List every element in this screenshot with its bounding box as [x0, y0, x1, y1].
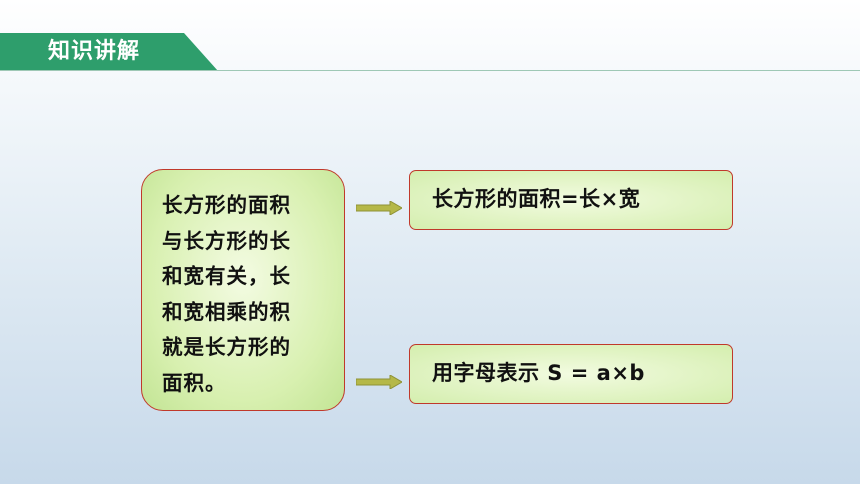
- letter-formula-box: 用字母表示 S = a×b: [409, 344, 733, 404]
- concept-line: 和宽有关，长: [162, 264, 291, 288]
- concept-line: 与长方形的长: [162, 228, 291, 253]
- arrow-right-icon: [356, 375, 402, 389]
- area-formula-box: 长方形的面积=长×宽: [409, 170, 733, 230]
- concept-line: 长方形的面积: [162, 193, 291, 217]
- arrow-right-icon: [356, 201, 402, 215]
- concept-line: 和宽相乘的积: [162, 299, 291, 324]
- header-divider: [0, 70, 860, 71]
- concept-line: 就是长方形的: [162, 335, 291, 359]
- concept-box: 长方形的面积 与长方形的长 和宽有关，长 和宽相乘的积 就是长方形的 面积。: [141, 169, 345, 411]
- concept-line: 面积。: [162, 370, 227, 395]
- concept-text: 长方形的面积 与长方形的长 和宽有关，长 和宽相乘的积 就是长方形的 面积。: [162, 188, 334, 401]
- section-header-tab: [0, 33, 218, 71]
- section-title: 知识讲解: [48, 39, 141, 64]
